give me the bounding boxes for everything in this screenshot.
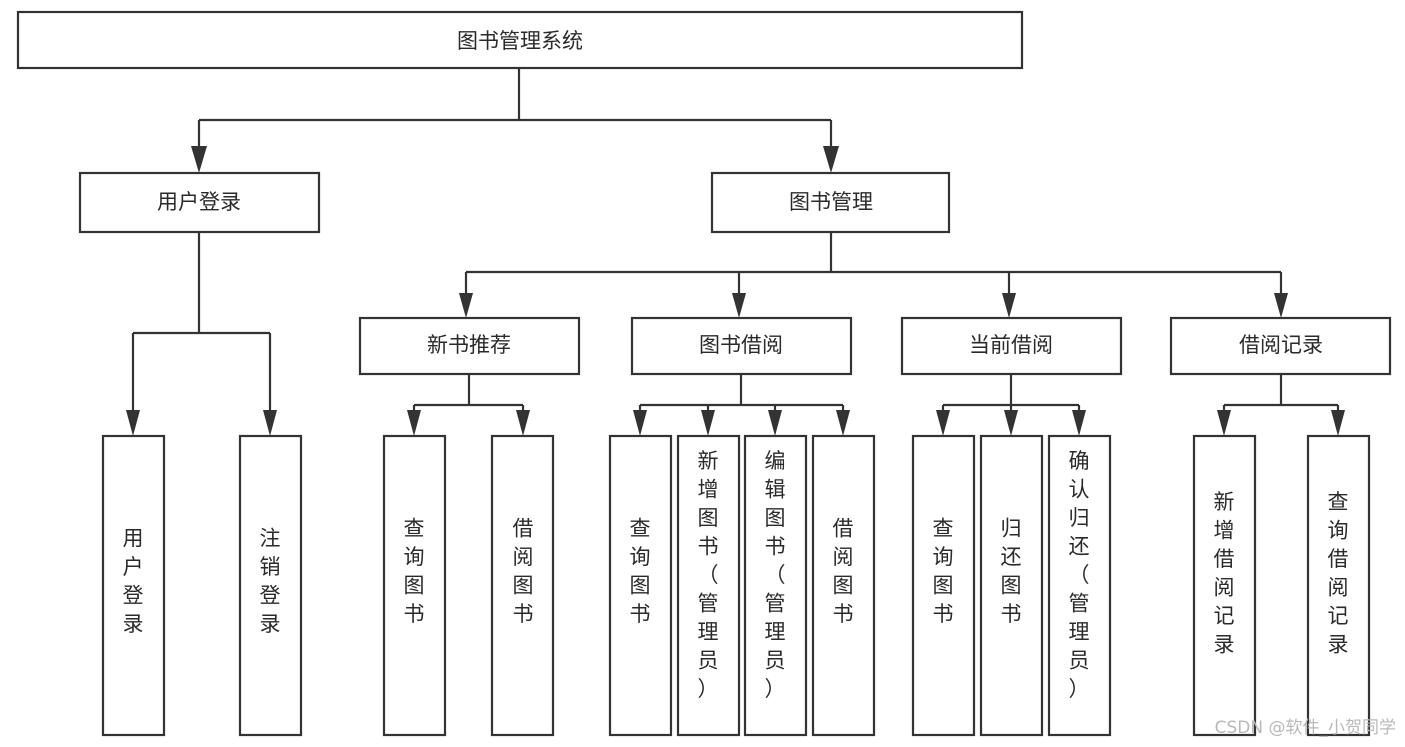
node-book-borrow-box[interactable]	[630, 316, 853, 376]
node-user-login-label: 用户登录	[157, 190, 241, 214]
arrow-head-leaf-borrow-book-1	[516, 410, 530, 436]
node-book-management[interactable]: 图书管理	[710, 171, 951, 234]
node-leaf-user-login-box[interactable]	[101, 434, 166, 737]
arrow-head-leaf-query-borrow-record	[1331, 410, 1345, 436]
node-leaf-add-borrow-record[interactable]: 新增借阅记录	[1192, 434, 1257, 737]
node-leaf-edit-book-admin-box[interactable]	[743, 434, 808, 737]
node-leaf-add-book-admin[interactable]: 新增图书（管理员）	[676, 434, 741, 737]
arrow-head-leaf-query-book-1	[407, 410, 421, 436]
arrow-head-leaf-query-book-3	[936, 410, 950, 436]
node-leaf-borrow-book-2-box[interactable]	[811, 434, 876, 737]
connector-layer	[126, 68, 1345, 436]
node-leaf-edit-book-admin[interactable]: 编辑图书（管理员）	[743, 434, 808, 737]
node-leaf-query-book-1[interactable]: 查询图书	[382, 434, 447, 737]
node-leaf-confirm-return-admin-box[interactable]	[1047, 434, 1112, 737]
node-leaf-user-login-label: 用户登录	[123, 526, 144, 636]
node-leaf-borrow-book-2-label: 借阅图书	[833, 516, 854, 626]
arrow-head-leaf-query-book-2	[633, 410, 647, 436]
arrow-head-leaf-return-book	[1004, 410, 1018, 436]
node-leaf-logout-login[interactable]: 注销登录	[238, 434, 303, 737]
arrow-head-bookmgmt	[823, 146, 839, 173]
node-leaf-query-borrow-record-label: 查询借阅记录	[1328, 490, 1349, 657]
node-book-borrow-label: 图书借阅	[699, 333, 783, 357]
node-leaf-edit-book-admin-label: 编辑图书（管理员）	[765, 449, 786, 701]
node-root-label: 图书管理系统	[457, 29, 583, 53]
node-leaf-add-borrow-record-box[interactable]	[1192, 434, 1257, 737]
node-borrow-record-box[interactable]	[1169, 316, 1392, 376]
node-leaf-return-book-label: 归还图书	[1001, 516, 1022, 626]
node-book-management-label: 图书管理	[789, 190, 873, 214]
node-book-management-box[interactable]	[710, 171, 951, 234]
arrow-head-leaf-logout-login	[263, 410, 277, 436]
arrow-head-userlogin	[191, 146, 207, 173]
node-new-book-recommend-label: 新书推荐	[427, 333, 511, 357]
arrow-head-leaf-edit-book-admin	[768, 410, 782, 436]
arrow-head-leaf-confirm-return-admin	[1072, 410, 1086, 436]
node-user-login-box[interactable]	[78, 171, 321, 234]
node-leaf-logout-login-label: 注销登录	[260, 526, 281, 636]
node-user-login[interactable]: 用户登录	[78, 171, 321, 234]
arrow-head-leaf-user-login	[126, 410, 140, 436]
arrow-head-book-borrow	[732, 293, 746, 318]
node-leaf-add-borrow-record-label: 新增借阅记录	[1214, 490, 1235, 657]
node-leaf-query-book-1-label: 查询图书	[404, 516, 425, 626]
node-leaf-confirm-return-admin[interactable]: 确认归还（管理员）	[1047, 434, 1112, 737]
node-root-box[interactable]	[16, 10, 1024, 70]
node-leaf-query-book-3-label: 查询图书	[933, 516, 954, 626]
node-root[interactable]: 图书管理系统	[16, 10, 1024, 70]
arrow-head-leaf-add-borrow-record	[1217, 410, 1231, 436]
node-current-borrow-label: 当前借阅	[969, 333, 1053, 357]
node-book-borrow[interactable]: 图书借阅	[630, 316, 853, 376]
node-leaf-borrow-book-2[interactable]: 借阅图书	[811, 434, 876, 737]
node-current-borrow-box[interactable]	[900, 316, 1123, 376]
arrow-head-borrow-record	[1274, 293, 1288, 318]
node-leaf-add-book-admin-label: 新增图书（管理员）	[698, 449, 719, 701]
arrow-head-leaf-add-book-admin	[701, 410, 715, 436]
node-leaf-query-book-1-box[interactable]	[382, 434, 447, 737]
node-new-book-recommend-box[interactable]	[358, 316, 581, 376]
node-leaf-borrow-book-1[interactable]: 借阅图书	[490, 434, 555, 737]
node-borrow-record[interactable]: 借阅记录	[1169, 316, 1392, 376]
node-leaf-return-book[interactable]: 归还图书	[979, 434, 1044, 737]
node-leaf-confirm-return-admin-label: 确认归还（管理员）	[1069, 449, 1090, 701]
node-new-book-recommend[interactable]: 新书推荐	[358, 316, 581, 376]
node-leaf-query-borrow-record[interactable]: 查询借阅记录	[1306, 434, 1371, 737]
arrow-head-leaf-borrow-book-2	[836, 410, 850, 436]
node-leaf-user-login[interactable]: 用户登录	[101, 434, 166, 737]
arrow-head-new-book-recommend	[459, 293, 473, 318]
node-leaf-borrow-book-1-label: 借阅图书	[513, 516, 534, 626]
node-current-borrow[interactable]: 当前借阅	[900, 316, 1123, 376]
node-leaf-query-book-3[interactable]: 查询图书	[911, 434, 976, 737]
node-leaf-query-borrow-record-box[interactable]	[1306, 434, 1371, 737]
node-leaf-query-book-2-box[interactable]	[608, 434, 673, 737]
node-leaf-query-book-2-label: 查询图书	[630, 516, 651, 626]
node-leaf-logout-login-box[interactable]	[238, 434, 303, 737]
node-leaf-query-book-2[interactable]: 查询图书	[608, 434, 673, 737]
csdn-watermark: CSDN @软件_小贺同学	[1215, 718, 1396, 738]
arrow-head-current-borrow	[1002, 293, 1016, 318]
node-leaf-borrow-book-1-box[interactable]	[490, 434, 555, 737]
node-leaf-add-book-admin-box[interactable]	[676, 434, 741, 737]
node-leaf-query-book-3-box[interactable]	[911, 434, 976, 737]
node-borrow-record-label: 借阅记录	[1239, 333, 1323, 357]
node-leaf-return-book-box[interactable]	[979, 434, 1044, 737]
